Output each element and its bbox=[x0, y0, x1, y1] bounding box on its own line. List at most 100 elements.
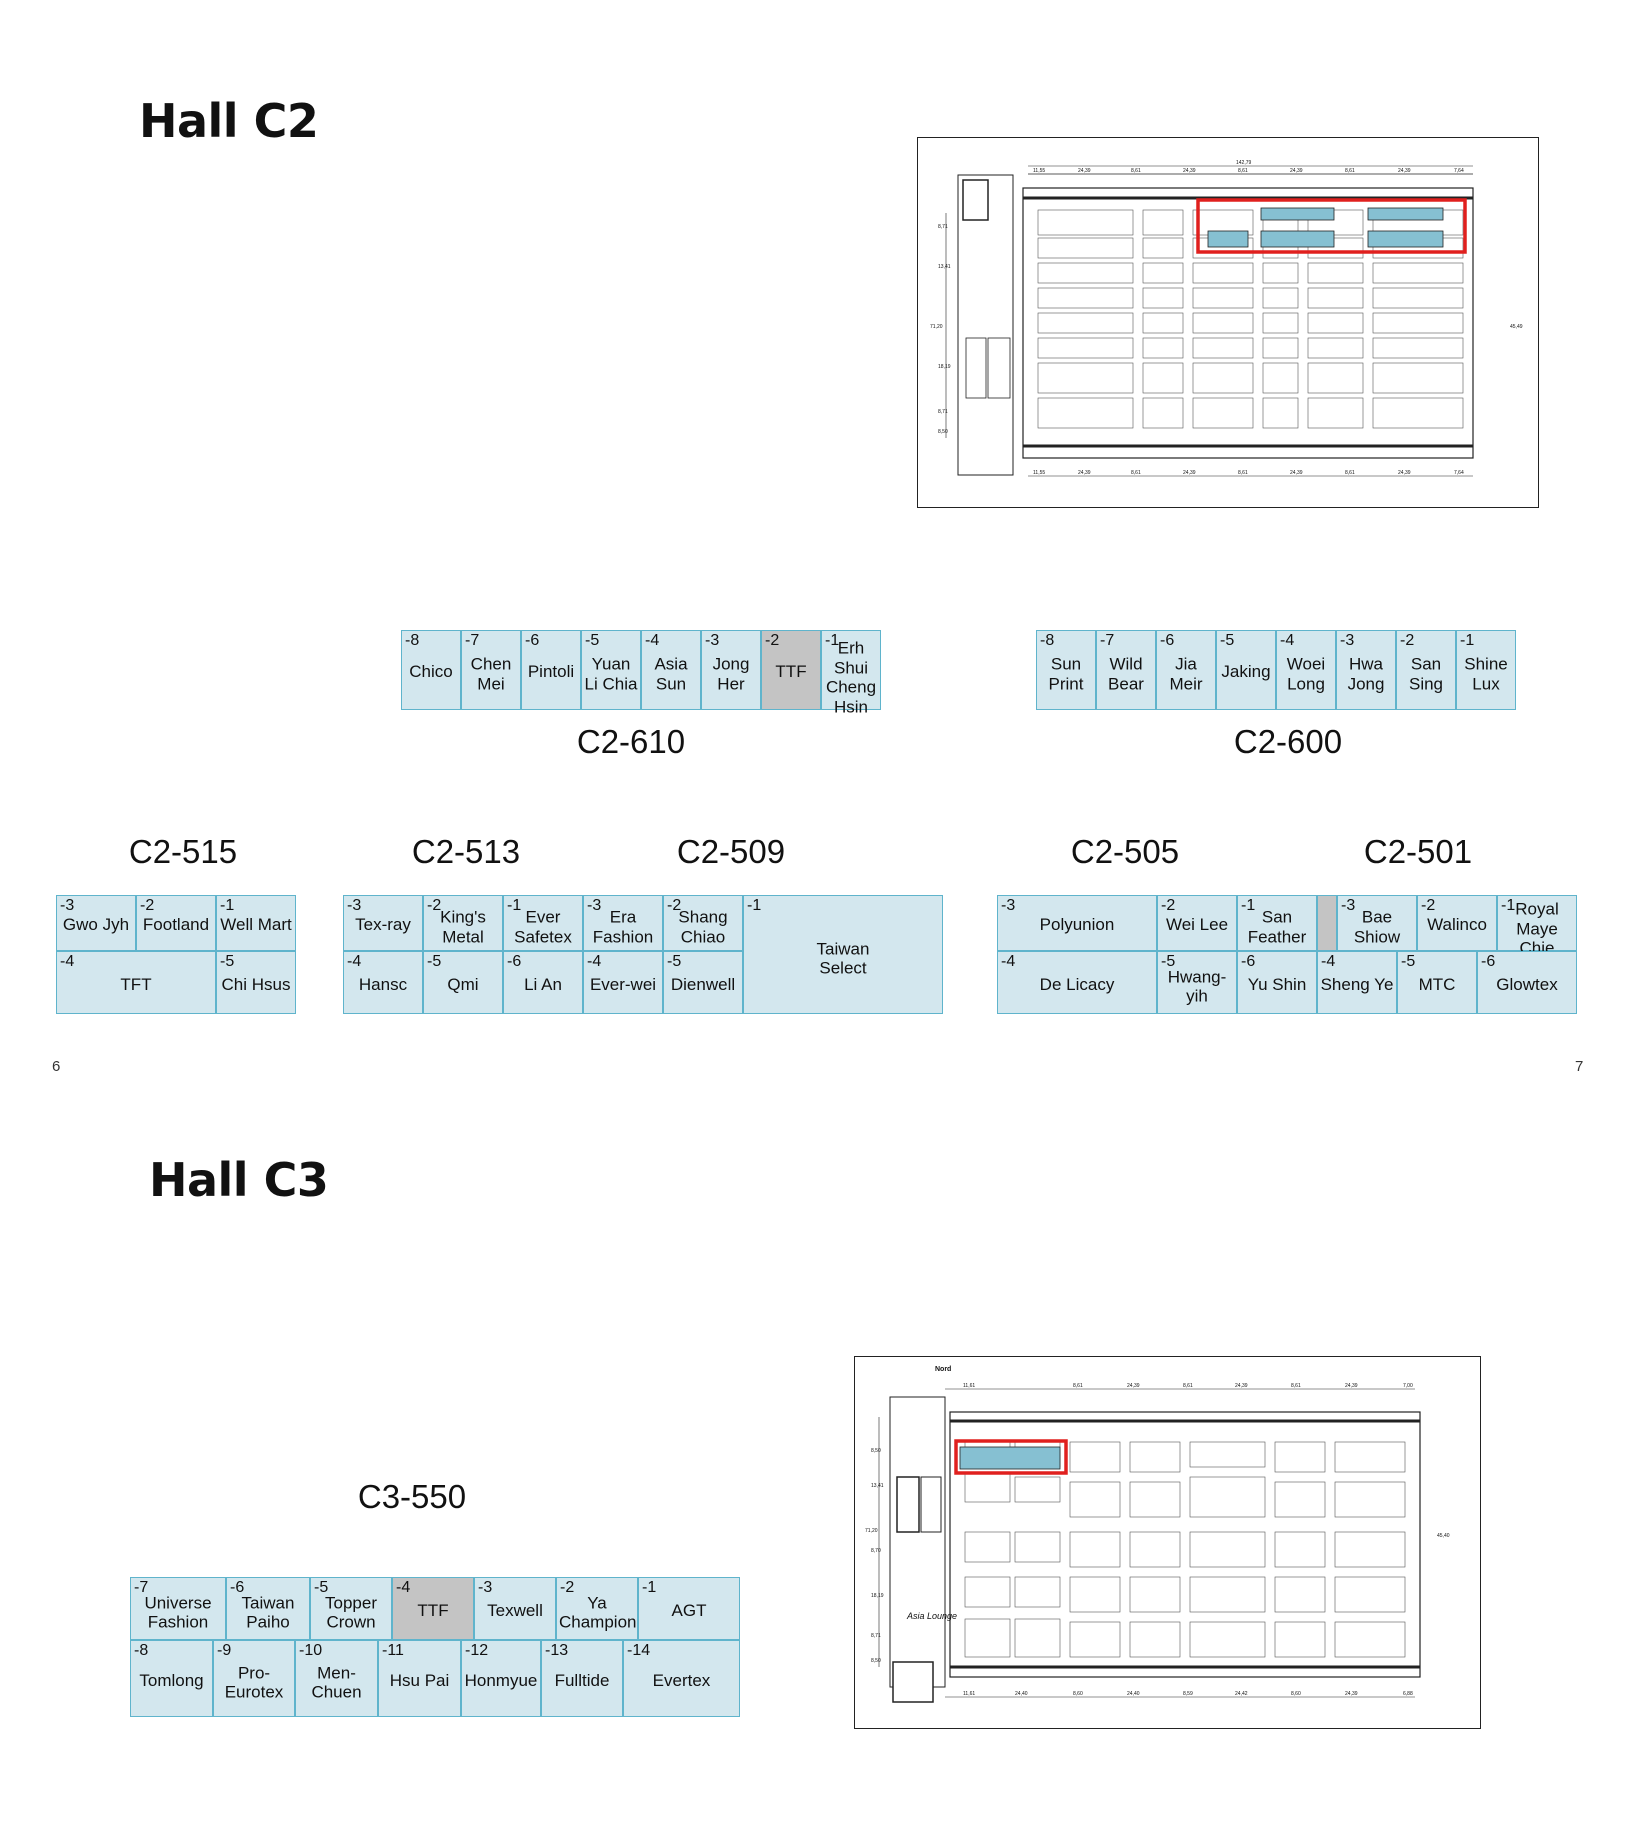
booth-exhibitor-name: Gwo Jyh bbox=[62, 915, 130, 935]
group-label-c2-501: C2-501 bbox=[1363, 833, 1473, 870]
booth-exhibitor-name: Tomlong bbox=[139, 1670, 204, 1690]
booth-spacer bbox=[1317, 895, 1337, 951]
booth-exhibitor-name: TTF bbox=[775, 662, 807, 682]
c2-highlight-frame bbox=[1196, 198, 1467, 254]
c3-asia-lounge-label: Asia Lounge bbox=[906, 1611, 957, 1621]
booth-number: -4 bbox=[396, 1579, 411, 1596]
c2-scale-top-8: 7,64 bbox=[1454, 168, 1464, 174]
booth-number: -4 bbox=[60, 953, 75, 970]
booth-exhibitor-name: Erh Shui Cheng Hsin bbox=[825, 638, 877, 717]
booth-number: -4 bbox=[645, 632, 660, 649]
booth-exhibitor-name: Jong Her bbox=[712, 654, 750, 693]
booth-number: -6 bbox=[507, 953, 522, 970]
booth-exhibitor-name: Walinco bbox=[1427, 915, 1487, 935]
c2-scale-bottom-5: 24,39 bbox=[1290, 470, 1303, 476]
booth-exhibitor-name: Bae Shiow bbox=[1353, 907, 1401, 946]
booth-number: -4 bbox=[1321, 953, 1336, 970]
c3-side-left-4: 18,19 bbox=[871, 1593, 884, 1599]
c2-scale-top-3: 24,39 bbox=[1183, 168, 1196, 174]
booth-number: -1 bbox=[825, 632, 840, 649]
hall-c3-floor-plan: Nord 11,61 8,61 24,39 8,61 24,39 8,61 24… bbox=[854, 1356, 1481, 1729]
c2-side-left-4: 8,71 bbox=[938, 409, 948, 415]
c2-side-left-0: 8,71 bbox=[938, 224, 948, 230]
c2-highlighted-booths bbox=[1207, 207, 1444, 248]
booth-number: -13 bbox=[545, 1642, 569, 1659]
hall-c2-floor-plan-drawing: 142,79 11,55 24,39 8,61 24,39 8,61 24,39… bbox=[930, 160, 1523, 477]
booth-number: -1 bbox=[507, 897, 522, 914]
c2-side-left-2: 71,20 bbox=[930, 324, 943, 330]
booth-exhibitor-name: San Sing bbox=[1408, 654, 1444, 693]
booth-number: -2 bbox=[140, 897, 155, 914]
c3-scale-bottom-6: 8,60 bbox=[1291, 1691, 1301, 1697]
group-label-c2-515: C2-515 bbox=[128, 833, 238, 870]
booth-exhibitor-name: Sun Print bbox=[1048, 654, 1084, 693]
booth-exhibitor-name: San Feather bbox=[1247, 907, 1307, 946]
booth-exhibitor-name: Li An bbox=[524, 974, 562, 994]
booth-number: -5 bbox=[1220, 632, 1235, 649]
booth-number: -4 bbox=[347, 953, 362, 970]
c2-scale-top-7: 24,39 bbox=[1398, 168, 1411, 174]
c2-scale-top-5: 24,39 bbox=[1290, 168, 1303, 174]
booth-number: -2 bbox=[667, 897, 682, 914]
booth-exhibitor-name: Well Mart bbox=[220, 915, 292, 935]
booth-number: -2 bbox=[765, 632, 780, 649]
booth-number: -12 bbox=[465, 1642, 489, 1659]
booth-number: -5 bbox=[1401, 953, 1416, 970]
c2-side-left-3: 18,19 bbox=[938, 364, 951, 370]
booth-exhibitor-name: Honmyue bbox=[464, 1670, 538, 1690]
booth-exhibitor-name: Wei Lee bbox=[1165, 915, 1229, 935]
booth-exhibitor-name: Ever-wei bbox=[589, 974, 657, 994]
booth-exhibitor-name: Jaking bbox=[1221, 662, 1271, 682]
c3-scale-top-3: 8,61 bbox=[1183, 1383, 1193, 1389]
c3-scale-top-0: 11,61 bbox=[963, 1383, 975, 1389]
booth-number: -6 bbox=[1481, 953, 1496, 970]
c3-side-left-3: 8,70 bbox=[871, 1548, 881, 1554]
booth-exhibitor-name: Ya Champion bbox=[559, 1592, 637, 1632]
c3-side-left-1: 13,41 bbox=[871, 1483, 884, 1489]
booth-number: -11 bbox=[382, 1642, 404, 1659]
booth-number: -5 bbox=[427, 953, 442, 970]
hall-c2-title: Hall C2 bbox=[139, 94, 319, 148]
booth-exhibitor-name: Footland bbox=[142, 915, 210, 935]
c2-scale-top-2: 8,61 bbox=[1131, 168, 1141, 174]
booth-number: -2 bbox=[560, 1579, 575, 1596]
booth-number: -5 bbox=[667, 953, 682, 970]
booth-exhibitor-name: Hsu Pai bbox=[389, 1670, 450, 1690]
booth-number: -4 bbox=[1280, 632, 1295, 649]
booth-exhibitor-name: Hansc bbox=[358, 974, 408, 994]
booth-number: -1 bbox=[1460, 632, 1475, 649]
booth-exhibitor-name: Jia Meir bbox=[1169, 654, 1203, 693]
booth-exhibitor-name: Evertex bbox=[652, 1670, 711, 1690]
c2-scale-bottom-7: 24,39 bbox=[1398, 470, 1411, 476]
booth-exhibitor-name: King's Metal bbox=[440, 907, 486, 946]
booth-number: -4 bbox=[587, 953, 602, 970]
booth-number: -6 bbox=[1241, 953, 1256, 970]
booth-exhibitor-name: Topper Crown bbox=[325, 1592, 377, 1632]
c2-scale-top-6: 8,61 bbox=[1345, 168, 1355, 174]
hall-c3-floor-plan-drawing: Nord 11,61 8,61 24,39 8,61 24,39 8,61 24… bbox=[865, 1366, 1450, 1703]
